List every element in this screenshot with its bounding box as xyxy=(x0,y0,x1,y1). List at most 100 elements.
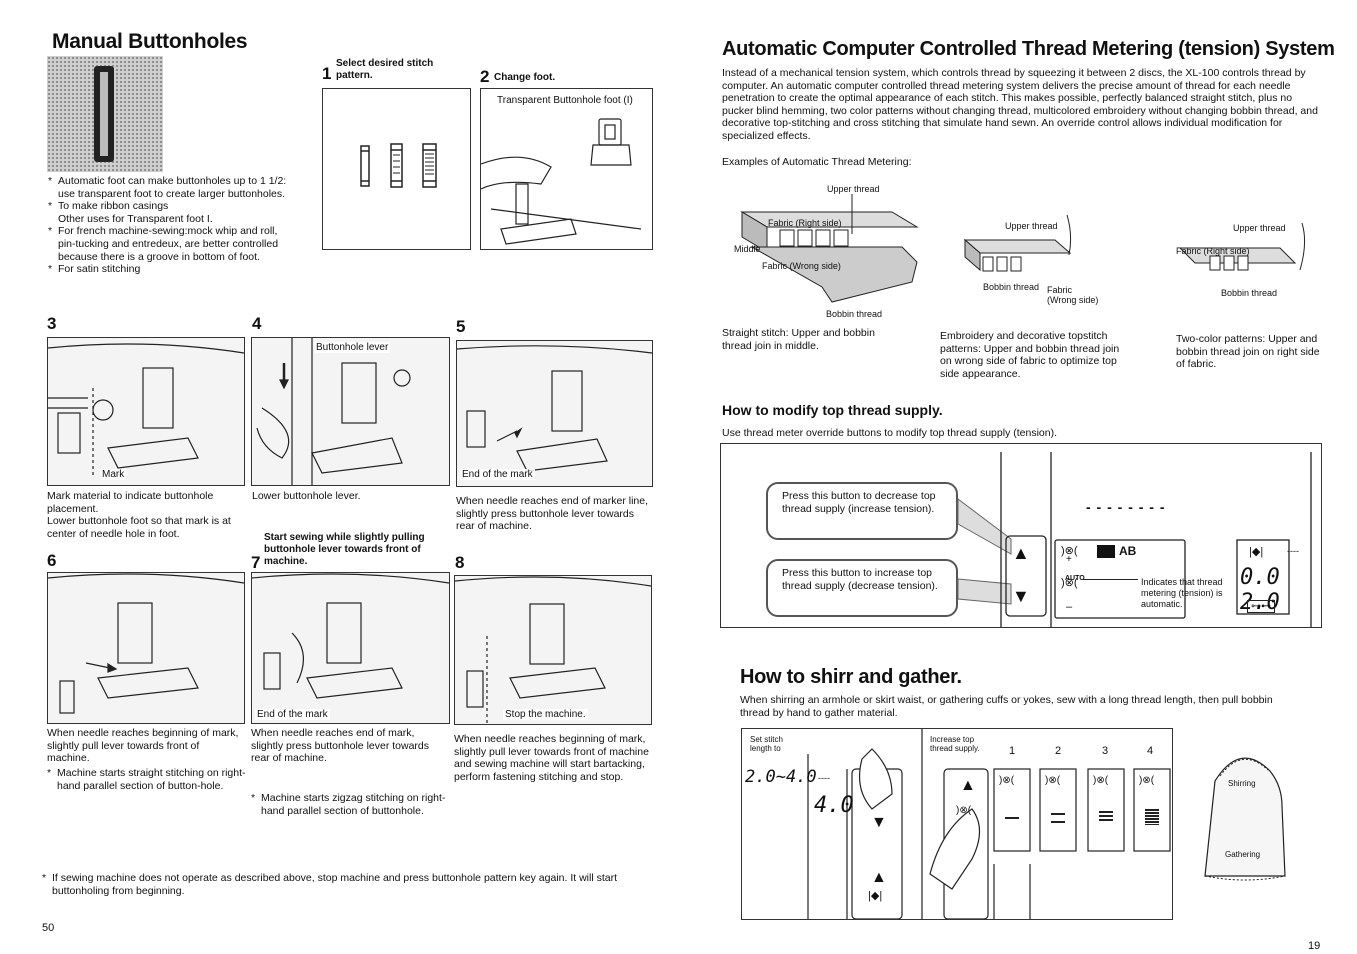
upper-thread-label: Upper thread xyxy=(1233,223,1286,233)
shirr-panel-lines xyxy=(807,729,1171,919)
level-bar-2 xyxy=(1051,813,1065,823)
sewing-machine-illustration xyxy=(48,573,244,714)
level-bar-1 xyxy=(1005,817,1019,819)
increase-button-down-arrow[interactable]: ▼ xyxy=(1012,586,1030,606)
level-bar-3 xyxy=(1099,811,1113,823)
step-heading: Select desired stitch pattern. xyxy=(336,58,434,81)
sewing-machine-illustration xyxy=(457,345,652,472)
lcd-dashes: - - - - - - - - xyxy=(1086,499,1166,515)
bobbin-thread-label: Bobbin thread xyxy=(1221,288,1278,298)
thread-icon: )⊗( xyxy=(1139,775,1155,786)
step1-pattern-box xyxy=(322,88,471,250)
ab-label: AB xyxy=(1119,544,1137,558)
up-arrow-button[interactable]: ▲ xyxy=(871,869,887,886)
sleeve-illustration xyxy=(1204,757,1286,881)
mark-label: Mark xyxy=(100,469,127,480)
two-color-stitch-diagram: Upper thread Fabric (Right side) Bobbin … xyxy=(1170,218,1320,303)
thread-icon: )⊗( xyxy=(1093,775,1109,786)
thread-icon: )⊗( xyxy=(956,805,972,816)
fabric-right-label: Fabric (Right side) xyxy=(768,218,842,228)
panel-lines xyxy=(957,452,1312,627)
increase-top-label: Increase top thread supply. xyxy=(930,735,980,753)
end-of-mark-label: End of the mark xyxy=(255,709,330,720)
fabric-layers-icon xyxy=(963,215,1072,272)
step4-caption: Lower buttonhole lever. xyxy=(252,490,361,502)
step-number: 4 xyxy=(252,314,262,333)
intro-bullet-list: Automatic foot can make buttonholes up t… xyxy=(48,175,293,276)
buttonhole-swatch-image xyxy=(47,56,163,172)
shirr-heading: How to shirr and gather. xyxy=(740,666,962,688)
step6-note: Machine starts straight stitching on rig… xyxy=(47,767,247,792)
right-intro-text: Instead of a mechanical tension system, … xyxy=(722,67,1318,142)
shirr-text: When shirring an armhole or skirt waist,… xyxy=(740,694,1273,719)
increase-callout: Press this button to increase top thread… xyxy=(766,559,958,617)
stitch-length-value: 4.0 xyxy=(814,793,854,818)
sewing-machine-illustration xyxy=(455,576,651,724)
auto-indicator: AUTO xyxy=(1065,575,1085,582)
embroidery-stitch-diagram: Upper thread Bobbin thread Fabric (Wrong… xyxy=(955,215,1105,310)
step7-heading: Start sewing while slightly pulling butt… xyxy=(264,532,425,567)
fabric-label: Fabric xyxy=(1047,285,1073,295)
up-arrow-button[interactable]: ▲ xyxy=(960,777,976,794)
auto-note: Indicates that thread metering (tension)… xyxy=(1141,577,1223,609)
level-number: 2 xyxy=(1055,745,1062,757)
upper-thread-label: Upper thread xyxy=(827,184,880,194)
step3-illustration: Mark xyxy=(47,337,245,486)
step4-illustration: Buttonhole lever xyxy=(251,337,450,486)
step-number: 6 xyxy=(47,551,57,570)
fabric-layers-icon xyxy=(740,194,919,303)
minus-sign: – xyxy=(1066,601,1073,613)
stitch-length-range: 2.0~4.0 xyxy=(745,767,817,787)
shirr-panel: Set stitch length to 2.0~4.0 ---- 4.0 ▼ … xyxy=(741,728,1173,920)
fabric-layers-icon xyxy=(1178,222,1306,271)
diagram3-caption: Two-color patterns: Upper and bobbin thr… xyxy=(1176,333,1320,371)
bobbin-thread-label: Bobbin thread xyxy=(983,282,1040,292)
left-page-title: Manual Buttonholes xyxy=(52,30,248,53)
decrease-callout: Press this button to decrease top thread… xyxy=(766,482,958,540)
buttonhole-lever-label: Buttonhole lever xyxy=(314,342,391,353)
thread-icon: )⊗( xyxy=(999,775,1015,786)
step7-note: Machine starts zigzag stitching on right… xyxy=(251,792,453,817)
bullet-item: Other uses for Transparent foot I. xyxy=(58,212,213,225)
thread-meter-panel: Press this button to decrease top thread… xyxy=(720,443,1322,628)
decrease-button-up-arrow[interactable]: ▲ xyxy=(1012,543,1030,563)
fabric-wrong-label: Fabric (Wrong side) xyxy=(762,261,841,271)
bobbin-thread-label: Bobbin thread xyxy=(826,309,883,319)
step7-caption: When needle reaches end of mark, slightl… xyxy=(251,727,430,765)
step2-foot-box: Transparent Buttonhole foot (I) xyxy=(480,88,653,250)
stop-machine-label: Stop the machine. xyxy=(503,709,588,720)
length-icon: ⊶⊷ xyxy=(1247,600,1275,613)
level-bar-4 xyxy=(1145,809,1159,825)
upper-thread-label: Upper thread xyxy=(1005,221,1058,231)
pattern-indicator-icon xyxy=(1097,545,1115,558)
bullet-item: Automatic foot can make buttonholes up t… xyxy=(48,175,293,200)
thread-icon: )⊗( xyxy=(1045,775,1061,786)
bullet-item: For french machine-sewing:mock whip and … xyxy=(48,225,293,263)
bullet-item: To make ribbon casings xyxy=(48,200,293,213)
down-arrow-button[interactable]: ▼ xyxy=(871,814,887,831)
diagram1-caption: Straight stitch: Upper and bobbin thread… xyxy=(722,327,875,352)
straight-stitch-diagram: Upper thread Fabric (Right side) Middle … xyxy=(722,182,932,322)
step-number: 5 xyxy=(456,317,466,336)
level-number: 4 xyxy=(1147,745,1154,757)
auto-pointer-line xyxy=(1083,579,1138,580)
level-number: 1 xyxy=(1009,745,1016,757)
step-number: 2 xyxy=(480,67,490,86)
step5-illustration: End of the mark xyxy=(456,340,653,487)
page-number-left: 50 xyxy=(42,922,55,934)
step7-illustration: End of the mark xyxy=(251,572,450,724)
step-number: 1 xyxy=(322,64,332,83)
fabric-wrong-label: (Wrong side) xyxy=(1047,295,1099,305)
step-number: 3 xyxy=(47,314,57,333)
fabric-right-label: Fabric (Right side) xyxy=(1176,246,1250,256)
sewing-machine-illustration xyxy=(48,343,244,478)
sewing-machine-illustration xyxy=(256,338,411,485)
diagram2-caption: Embroidery and decorative topstitch patt… xyxy=(940,330,1120,380)
bullet-item: For satin stitching xyxy=(48,263,293,276)
step8-illustration: Stop the machine. xyxy=(454,575,652,725)
thread-icon: )⊗( xyxy=(1061,577,1078,589)
step-heading: Change foot. xyxy=(494,72,556,83)
end-of-mark-label: End of the mark xyxy=(460,469,535,480)
plus-sign: + xyxy=(1066,554,1072,565)
small-dashes: ---- xyxy=(1287,546,1299,556)
